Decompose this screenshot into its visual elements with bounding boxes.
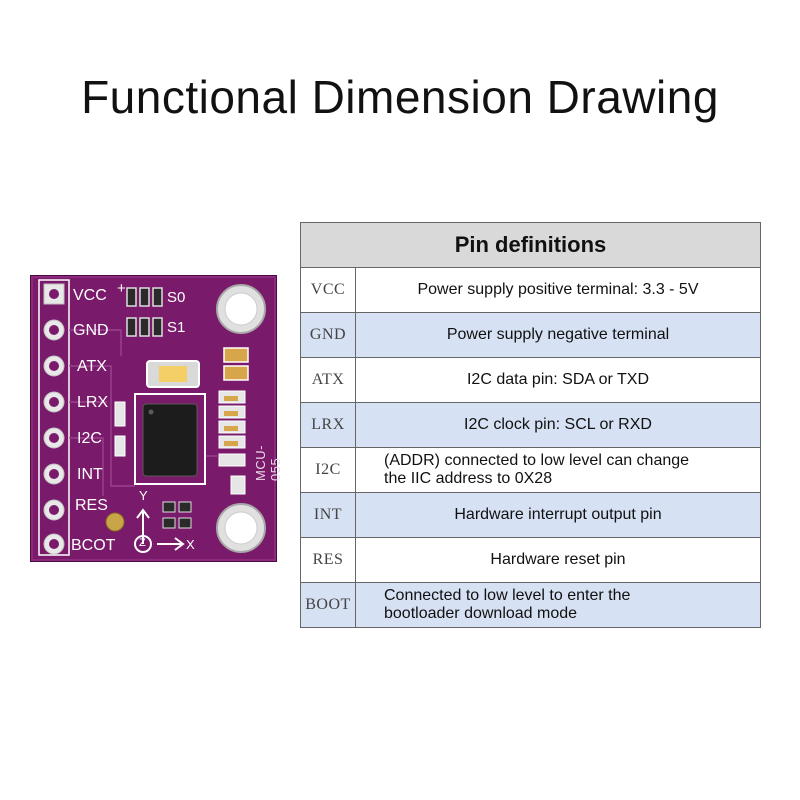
pin-description-cell: Power supply negative terminal <box>355 312 761 358</box>
pin-pads <box>43 283 65 555</box>
pin-label-gnd: GND <box>73 322 109 339</box>
pin-name-cell: I2C <box>300 447 356 493</box>
pin-name-cell: INT <box>300 492 356 538</box>
pin-name-cell: VCC <box>300 267 356 313</box>
axis-label-x: X <box>186 537 195 552</box>
table-header: Pin definitions <box>300 222 761 268</box>
pin-name-cell: BOOT <box>300 582 356 628</box>
pin-name-cell: RES <box>300 537 356 583</box>
pcb-traces <box>69 329 219 496</box>
pin-description-cell: Hardware reset pin <box>355 537 761 583</box>
description-line: (ADDR) connected to low level can change <box>384 452 690 470</box>
pin-name-cell: LRX <box>300 402 356 448</box>
pin-name-cell: ATX <box>300 357 356 403</box>
table-row: BOOT Connected to low level to enter the… <box>300 582 761 628</box>
pin-description-cell: Hardware interrupt output pin <box>355 492 761 538</box>
pin-label-bcot: BCOT <box>71 537 116 554</box>
pin-name-cell: GND <box>300 312 356 358</box>
description-line: Connected to low level to enter the <box>384 587 631 605</box>
pin-description-cell: Connected to low level to enter the boot… <box>355 582 761 628</box>
part-number-label: MCU-055 <box>253 445 283 481</box>
table-row: VCC Power supply positive terminal: 3.3 … <box>300 267 761 313</box>
pin-label-res: RES <box>75 497 108 514</box>
table-row: ATX I2C data pin: SDA or TXD <box>300 357 761 403</box>
sensor-board: + S0 S1 VCC GND ATX LRX I2C INT RES BCOT… <box>30 275 283 562</box>
pin-description-cell: I2C data pin: SDA or TXD <box>355 357 761 403</box>
jumper-label-s1: S1 <box>167 319 186 336</box>
imu-chip <box>142 403 198 477</box>
page-title: Functional Dimension Drawing <box>81 71 719 123</box>
pin-description-cell: I2C clock pin: SCL or RXD <box>355 402 761 448</box>
pin-label-lrx: LRX <box>77 394 109 411</box>
table-row: GND Power supply negative terminal <box>300 312 761 358</box>
description-line: bootloader download mode <box>384 605 578 622</box>
bottom-passives <box>162 501 192 529</box>
pin-label-vcc: VCC <box>73 287 107 304</box>
resistor-array <box>218 347 249 495</box>
gold-via <box>105 512 125 532</box>
axis-label-z: Z <box>139 537 146 549</box>
table-row: I2C (ADDR) connected to low level can ch… <box>300 447 761 493</box>
jumper-pads <box>126 287 163 337</box>
pin-definitions-table: Pin definitions VCC Power supply positiv… <box>300 222 761 628</box>
axis-indicator <box>134 508 185 553</box>
table-row: RES Hardware reset pin <box>300 537 761 583</box>
axis-label-y: Y <box>139 488 148 503</box>
pin-description-cell: Power supply positive terminal: 3.3 - 5V <box>355 267 761 313</box>
board-artwork <box>38 279 266 556</box>
plus-mark: + <box>117 280 126 297</box>
jumper-label-s0: S0 <box>167 289 186 306</box>
capacitor-left <box>114 401 126 427</box>
description-line: the IIC address to 0X28 <box>384 470 553 487</box>
table-row: INT Hardware interrupt output pin <box>300 492 761 538</box>
pin-label-i2c: I2C <box>77 430 102 447</box>
header-outline <box>38 279 70 556</box>
pin-description-cell: (ADDR) connected to low level can change… <box>355 447 761 493</box>
table-row: LRX I2C clock pin: SCL or RXD <box>300 402 761 448</box>
capacitor-left-2 <box>114 435 126 457</box>
pin-label-int: INT <box>77 466 103 483</box>
pin-label-atx: ATX <box>77 358 107 375</box>
chip-outline <box>134 393 206 485</box>
